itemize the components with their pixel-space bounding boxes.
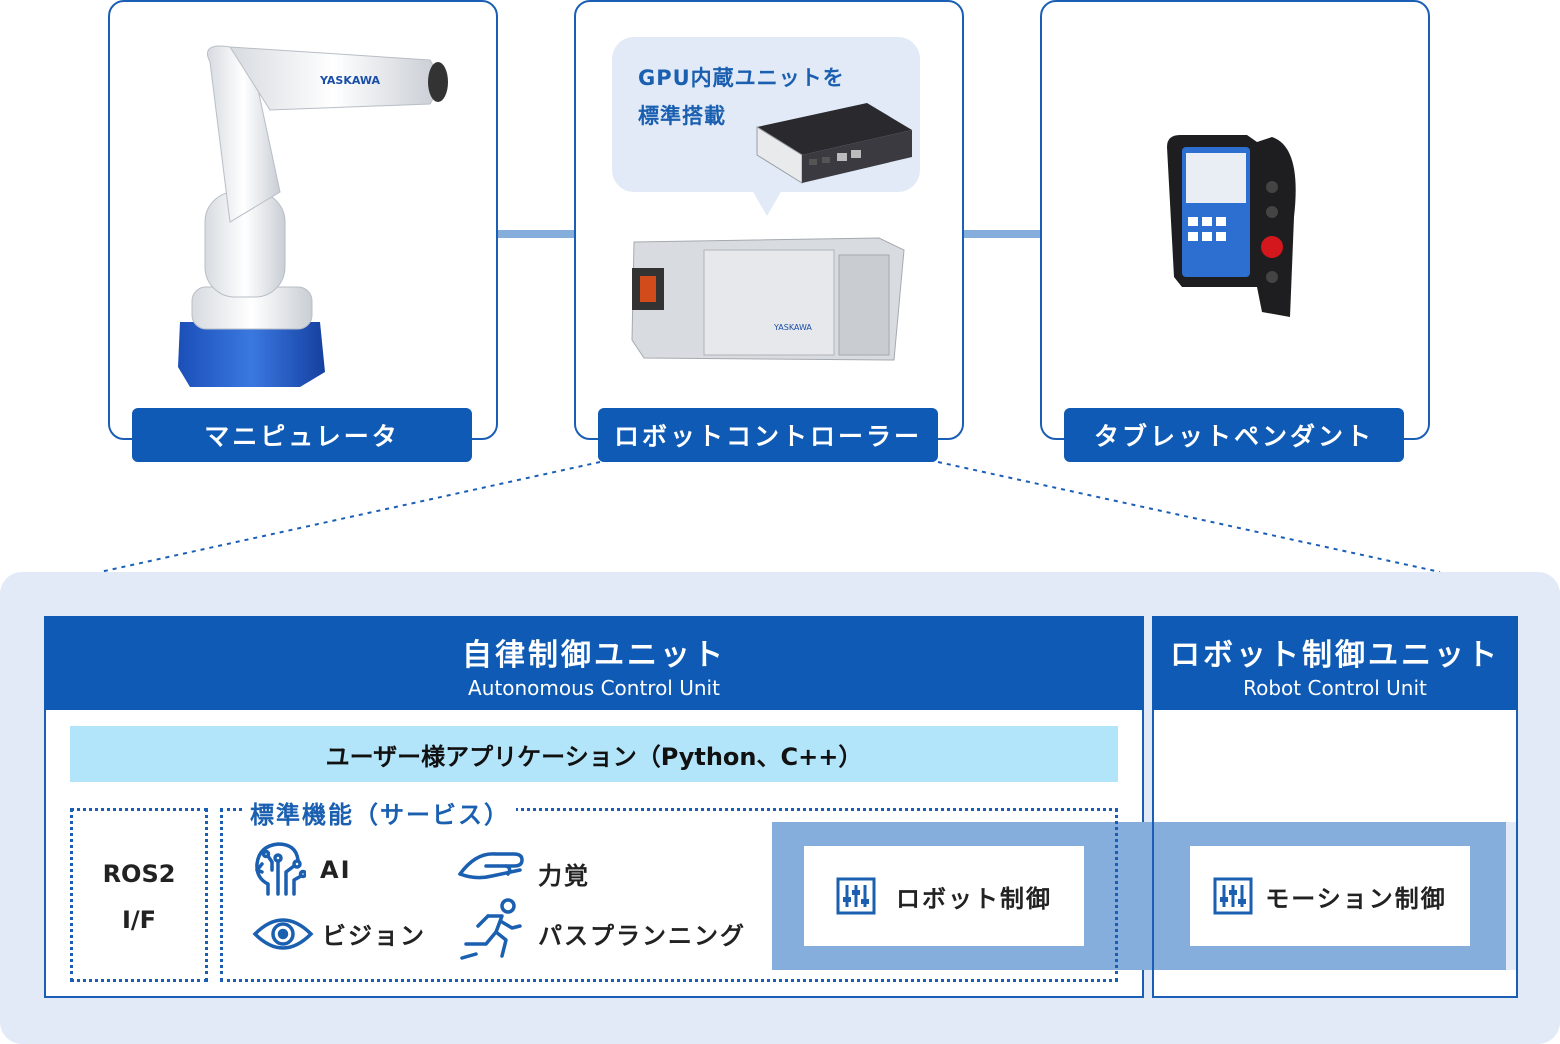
manipulator-card: YASKAWA マニピュレータ <box>108 0 498 462</box>
standard-services-box <box>220 808 1118 982</box>
controller-card: GPU内蔵ユニットを 標準搭載 YASKAWA ロボットコントローラー <box>574 0 964 462</box>
autonomous-unit-subtitle: Autonomous Control Unit <box>468 676 720 700</box>
autonomous-unit-header: 自律制御ユニット Autonomous Control Unit <box>44 616 1144 710</box>
autonomous-unit-title: 自律制御ユニット <box>462 638 726 673</box>
tablet-pendant-image <box>1167 135 1296 317</box>
robot-control-box: ロボット制御 <box>804 846 1084 946</box>
pendant-label: タブレットペンダント <box>1064 408 1404 462</box>
controller-label: ロボットコントローラー <box>598 408 938 462</box>
manipulator-label: マニピュレータ <box>132 408 472 462</box>
ros2-label: ROS2 <box>102 860 176 888</box>
ros2-interface-box: ROS2 I/F <box>70 808 208 982</box>
robot-unit-body <box>1152 710 1518 998</box>
robot-unit-header: ロボット制御ユニット Robot Control Unit <box>1152 616 1518 710</box>
motion-control-label: モーション制御 <box>1265 884 1447 913</box>
sliders-icon <box>1213 877 1253 915</box>
callout-line1: GPU内蔵ユニットを <box>638 66 845 90</box>
interface-label: I/F <box>121 906 157 934</box>
robot-arm-image: YASKAWA <box>178 45 448 387</box>
robot-unit-body-fill-top <box>1154 710 1516 822</box>
robot-unit-body-fill-bottom <box>1154 970 1516 996</box>
controller-image: YASKAWA <box>631 237 905 361</box>
eye-icon <box>252 918 314 950</box>
user-application-bar: ユーザー様アプリケーション（Python、C++） <box>70 726 1118 782</box>
force-sense-label: 力覚 <box>538 862 590 890</box>
motion-control-box: モーション制御 <box>1190 846 1470 946</box>
hand-icon <box>458 852 524 880</box>
robot-unit-subtitle: Robot Control Unit <box>1243 676 1427 700</box>
controller-logo-text: YASKAWA <box>773 323 812 332</box>
gpu-unit-image <box>756 103 912 184</box>
robot-unit-title: ロボット制御ユニット <box>1170 638 1500 673</box>
vision-label: ビジョン <box>322 922 426 950</box>
callout-line2: 標準搭載 <box>638 104 726 128</box>
standard-services-title: 標準機能（サービス） <box>244 795 516 830</box>
sliders-icon <box>836 877 876 915</box>
connector-left <box>496 230 576 238</box>
ai-head-icon <box>255 842 306 896</box>
robot-control-label: ロボット制御 <box>896 884 1052 913</box>
path-planning-label: パスプランニング <box>538 922 746 950</box>
gpu-callout: GPU内蔵ユニットを 標準搭載 <box>612 37 920 192</box>
yaskawa-logo-text: YASKAWA <box>319 74 381 87</box>
callout-pointer <box>752 190 782 216</box>
pendant-card: タブレットペンダント <box>1040 0 1430 462</box>
ai-label: AI <box>320 856 352 884</box>
connector-right <box>962 230 1042 238</box>
running-person-icon <box>460 898 522 960</box>
